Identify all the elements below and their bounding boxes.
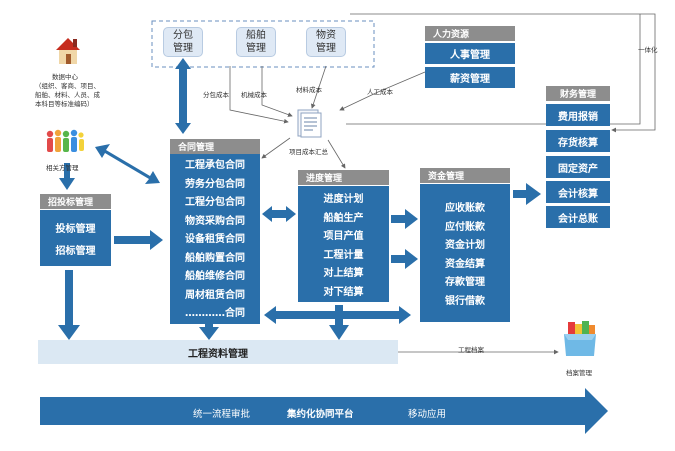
engineering-docs-label: 工程资料管理: [188, 348, 248, 360]
subcontract-box[interactable]: 分包 管理: [163, 27, 203, 57]
material-line2: 管理: [316, 43, 336, 54]
progress-item-2[interactable]: 船舶生产: [323, 212, 364, 224]
line-machine-cost: [261, 66, 293, 117]
contract-item-2[interactable]: 劳务分包合同: [185, 178, 245, 190]
arrow-contract-progress: [262, 206, 296, 222]
archive-label: 工程档案: [458, 346, 484, 354]
contract-item-4[interactable]: 物资采购合同: [185, 215, 245, 227]
archive-box-icon: [560, 320, 600, 358]
data-center-title: 数据中心: [52, 73, 78, 81]
ship-line2: 管理: [246, 43, 266, 54]
arrow-bidding-contract: [114, 230, 163, 250]
arrow-top-contract: [175, 58, 191, 134]
related-party-label: 相关方管理: [46, 164, 79, 172]
data-center-desc-1: （组织、客商、项目、: [35, 82, 100, 90]
finance-item-ledger[interactable]: 会计总账: [546, 206, 610, 228]
finance-item-fixed-assets[interactable]: 固定资产: [546, 156, 610, 178]
hr-item-salary[interactable]: 薪资管理: [425, 67, 515, 88]
integration-label: 一体化: [638, 46, 658, 54]
platform-arrow: [40, 388, 608, 434]
arrow-progress-funds-1: [391, 209, 418, 229]
contract-header: 合同管理: [170, 139, 260, 154]
finance-item-expense[interactable]: 费用报销: [546, 104, 610, 126]
contract-panel: 工程承包合同 劳务分包合同 工程分包合同 物资采购合同 设备租赁合同 船舶购置合…: [170, 154, 260, 324]
contract-item-1[interactable]: 工程承包合同: [185, 160, 245, 171]
ship-box[interactable]: 船舶 管理: [236, 27, 276, 57]
material-cost-label: 材料成本: [296, 86, 322, 94]
progress-item-1[interactable]: 进度计划: [323, 194, 364, 205]
contract-item-8[interactable]: 周材租赁合同: [185, 289, 245, 301]
contract-item-7[interactable]: 船舶维修合同: [185, 271, 245, 282]
finance-item-inventory[interactable]: 存货核算: [546, 130, 610, 152]
funds-item-1[interactable]: 应收账款: [445, 203, 485, 214]
arrow-progress-funds-2: [391, 249, 418, 269]
archive-mgmt-label: 档案管理: [566, 369, 592, 377]
people-icon: [44, 128, 84, 158]
funds-item-4[interactable]: 资金结算: [445, 258, 485, 270]
labor-cost-label: 人工成本: [367, 88, 393, 96]
line-labor-cost: [339, 71, 426, 111]
bidding-item-invite[interactable]: 招标管理: [40, 238, 111, 260]
line-summary-up: [346, 14, 641, 125]
funds-item-6[interactable]: 银行借款: [445, 295, 485, 307]
progress-item-3[interactable]: 项目产值: [323, 231, 364, 242]
funds-item-5[interactable]: 存款管理: [445, 277, 485, 288]
contract-item-6[interactable]: 船舶购置合同: [185, 252, 245, 264]
finance-header: 财务管理: [546, 86, 610, 101]
arrow-contract-docs: [199, 320, 219, 340]
engineering-docs-bar[interactable]: 工程资料管理: [38, 340, 398, 364]
arrow-related-contract: [95, 144, 160, 184]
machinery-cost-label: 机械成本: [241, 91, 267, 99]
subcontract-cost-label: 分包成本: [203, 91, 229, 99]
line-integration: [350, 13, 656, 133]
bidding-panel: 投标管理 招标管理: [40, 210, 111, 266]
top-group-frame: [151, 20, 375, 68]
ship-line1: 船舶: [246, 30, 266, 41]
contract-item-3[interactable]: 工程分包合同: [185, 197, 245, 208]
progress-item-4[interactable]: 工程计量: [323, 249, 364, 261]
line-subcontract-cost: [229, 66, 289, 124]
funds-panel: 应收账款 应付账款 资金计划 资金结算 存款管理 银行借款: [420, 184, 510, 322]
line-material-cost: [310, 65, 327, 109]
contract-item-5[interactable]: 设备租赁合同: [185, 234, 245, 245]
material-box[interactable]: 物资 管理: [306, 27, 346, 57]
document-icon: [296, 108, 322, 138]
contract-item-9[interactable]: …………合同: [185, 308, 245, 319]
arrow-funds-finance: [513, 183, 541, 205]
line-cost-to-progress: [327, 139, 346, 169]
line-cost-to-contract: [261, 137, 291, 159]
hr-header: 人力资源: [425, 26, 515, 41]
subcontract-line1: 分包: [173, 30, 193, 41]
progress-header: 进度管理: [298, 170, 389, 185]
funds-item-3[interactable]: 资金计划: [445, 240, 485, 251]
data-center-desc-2: 船舶、材料、人员、成: [35, 91, 100, 99]
platform-item-collab[interactable]: 集约化协同平台: [287, 409, 354, 420]
finance-item-accounting[interactable]: 会计核算: [546, 181, 610, 203]
arrow-progress-docs: [329, 305, 349, 340]
arrow-bidding-docs: [58, 270, 80, 340]
material-line1: 物资: [316, 30, 336, 41]
subcontract-line2: 管理: [173, 43, 193, 54]
progress-panel: 进度计划 船舶生产 项目产值 工程计量 对上结算 对下结算: [298, 186, 389, 302]
cost-summary-label: 项目成本汇总: [289, 148, 328, 156]
hr-item-personnel[interactable]: 人事管理: [425, 43, 515, 64]
funds-item-2[interactable]: 应付账款: [445, 221, 485, 233]
arrow-contract-funds: [264, 306, 411, 324]
bidding-header: 招投标管理: [40, 194, 111, 209]
data-center-desc-3: 本科目等标准编码）: [35, 100, 94, 108]
funds-header: 资金管理: [420, 168, 510, 183]
platform-item-approval[interactable]: 统一流程审批: [193, 409, 251, 420]
house-icon: [55, 36, 81, 66]
platform-item-mobile[interactable]: 移动应用: [408, 409, 447, 420]
bidding-item-tender[interactable]: 投标管理: [40, 216, 111, 238]
progress-item-5[interactable]: 对上结算: [323, 268, 364, 279]
progress-item-6[interactable]: 对下结算: [323, 286, 364, 298]
arrow-related-bidding: [59, 163, 75, 190]
